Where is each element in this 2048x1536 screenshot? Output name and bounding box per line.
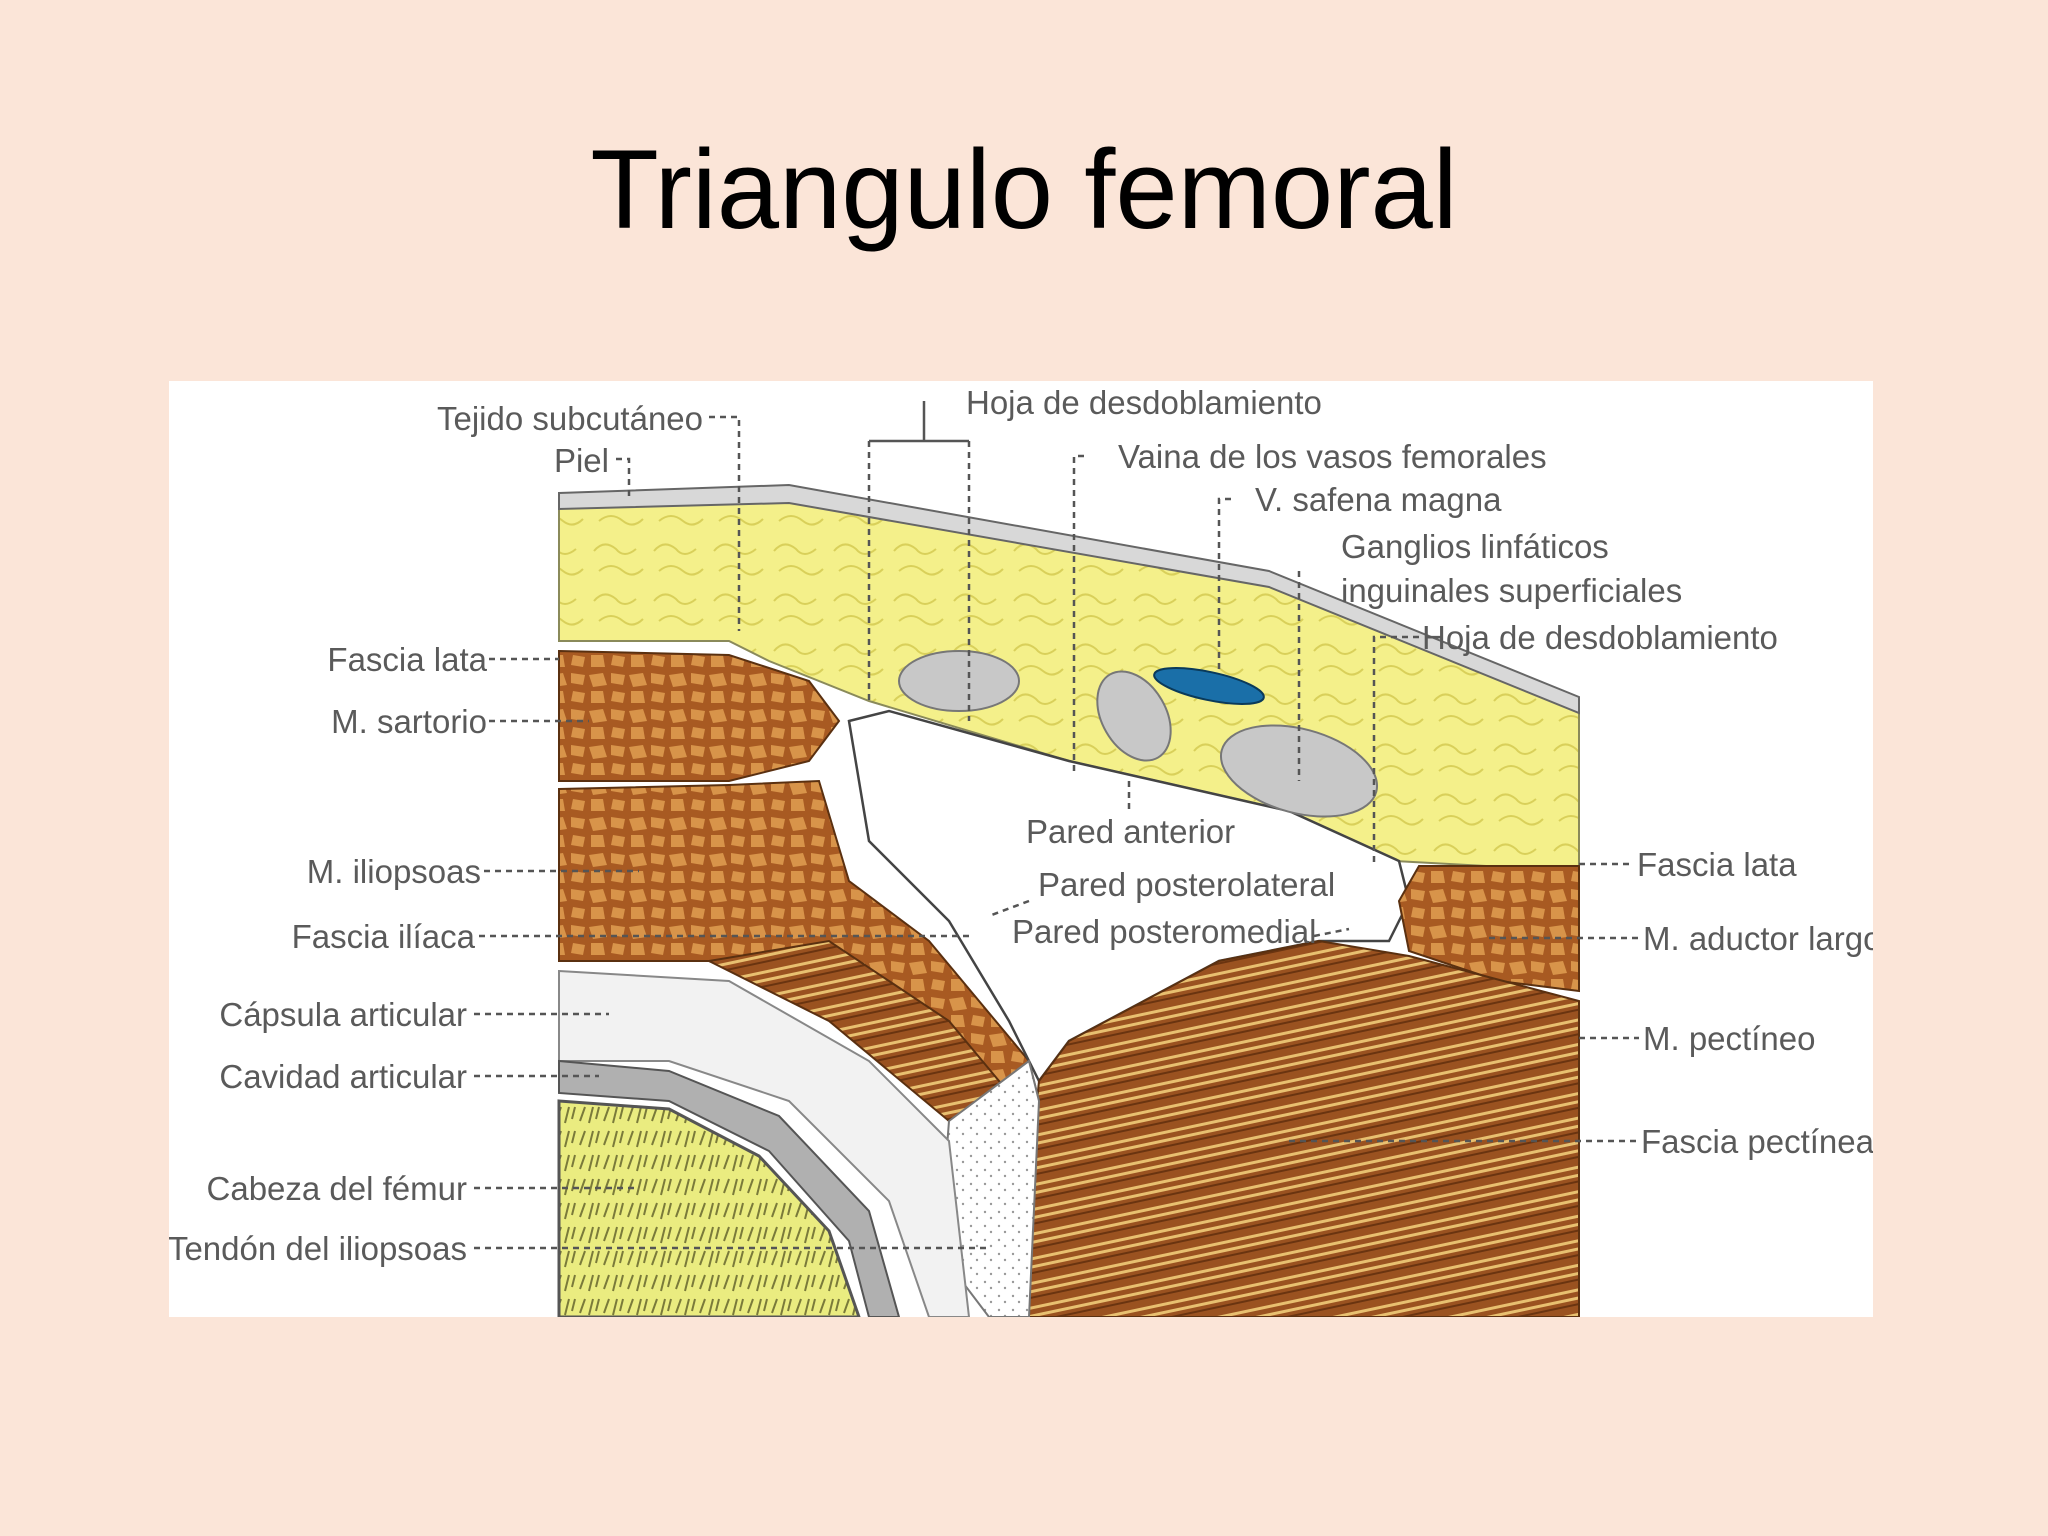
slide-title: Triangulo femoral xyxy=(590,127,1458,252)
label-piel: Piel xyxy=(554,442,609,479)
leader-vaina xyxy=(1072,454,1084,776)
label-fascia-lata-right: Fascia lata xyxy=(1637,846,1797,883)
label-ganglios-2: inguinales superficiales xyxy=(1341,572,1682,609)
label-hoja-desdoblamiento-top: Hoja de desdoblamiento xyxy=(966,384,1322,421)
leader-hoja-top xyxy=(869,401,969,443)
leader-posteromedial xyxy=(1313,927,1350,938)
anatomy-figure: Tejido subcutáneo Piel Hoja de desdoblam… xyxy=(169,381,1873,1317)
leader-posterolateral xyxy=(988,899,1030,918)
label-capsula-articular: Cápsula articular xyxy=(219,996,467,1033)
great-saphenous-vein xyxy=(1153,667,1265,705)
label-pared-posteromedial: Pared posteromedial xyxy=(1012,913,1317,950)
label-v-safena-magna: V. safena magna xyxy=(1255,481,1502,518)
leader-piel xyxy=(616,457,631,497)
label-tendon-iliopsoas: Tendón del iliopsoas xyxy=(169,1230,467,1267)
lymph-node-1 xyxy=(898,650,1020,712)
label-ganglios-1: Ganglios linfáticos xyxy=(1341,528,1609,565)
skin xyxy=(558,483,1580,715)
label-tejido-subcutaneo: Tejido subcutáneo xyxy=(437,400,703,437)
label-cavidad-articular: Cavidad articular xyxy=(219,1058,467,1095)
femoral-head xyxy=(557,1099,861,1317)
label-m-iliopsoas: M. iliopsoas xyxy=(307,853,481,890)
joint-capsule xyxy=(558,969,971,1317)
label-m-pectineo: M. pectíneo xyxy=(1643,1020,1815,1057)
label-hoja-desdoblamiento-right: Hoja de desdoblamiento xyxy=(1422,619,1778,656)
label-cabeza-femur: Cabeza del fémur xyxy=(207,1170,467,1207)
femoral-triangle-illustration: Tejido subcutáneo Piel Hoja de desdoblam… xyxy=(169,384,1873,1317)
label-fascia-pectinea: Fascia pectínea xyxy=(1641,1123,1873,1160)
label-fascia-lata-left: Fascia lata xyxy=(327,641,487,678)
label-fascia-iliaca: Fascia ilíaca xyxy=(292,918,476,955)
sartorius-muscle xyxy=(558,649,841,782)
label-pared-anterior: Pared anterior xyxy=(1026,813,1235,850)
articular-cavity xyxy=(558,1059,901,1317)
label-vaina-vasos-femorales: Vaina de los vasos femorales xyxy=(1118,438,1547,475)
leader-hoja-top-branches xyxy=(867,441,971,721)
leader-hoja-right xyxy=(1372,635,1419,866)
label-pared-posterolateral: Pared posterolateral xyxy=(1038,866,1335,903)
label-m-sartorio: M. sartorio xyxy=(331,703,487,740)
leader-safena xyxy=(1217,497,1231,671)
lymph-node-2 xyxy=(1096,670,1172,762)
label-m-aductor-largo: M. aductor largo xyxy=(1643,920,1873,957)
